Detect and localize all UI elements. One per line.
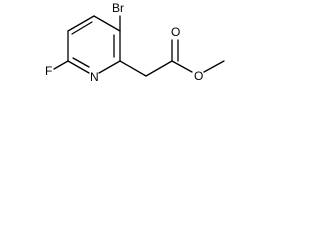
bond-c6-n1 [67,60,90,74]
bond-c4-c5 [67,15,95,32]
atom-label-n: N [90,70,99,84]
bond-o-methyl [203,60,225,73]
structure-diagram: Br F N O O [45,1,225,84]
bond-ch2-carbonyl [145,60,173,77]
bond-carbonyl-o-single [171,60,193,73]
bond-c6-n1-inner [72,57,90,68]
atom-label-o-single: O [194,69,203,83]
bond-n1-c2 [98,60,121,74]
atom-label-br: Br [112,1,124,15]
bond-c4-c5-inner [71,21,93,35]
bond-c2-ch2 [119,60,147,77]
bond-c6-f [53,60,69,70]
atom-label-o-double: O [171,25,180,39]
bond-c3-c4 [93,15,121,32]
atom-label-f: F [45,64,52,78]
